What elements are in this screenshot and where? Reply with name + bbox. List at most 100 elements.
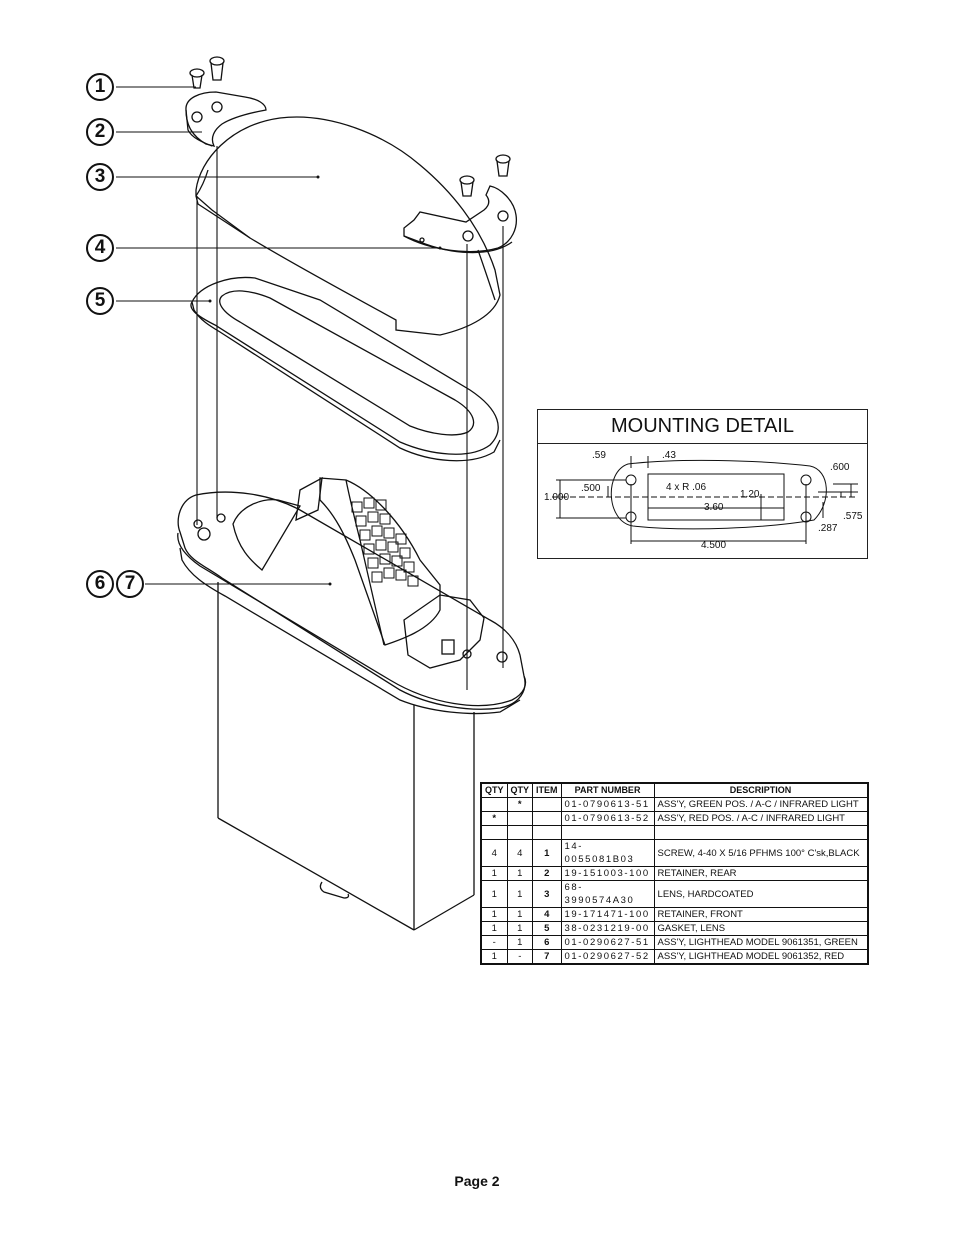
- page-number: Page 2: [454, 1173, 500, 1189]
- table-row: 1 1 2 19-151003-100 RETAINER, REAR: [480, 866, 869, 881]
- part-number: 14-0055081B03: [560, 839, 655, 867]
- callout-5: 5: [86, 287, 114, 315]
- front-retainer: [403, 185, 518, 254]
- qty-b: 1: [506, 880, 534, 908]
- qty-a: 1: [480, 907, 508, 922]
- qty-a: 1: [480, 921, 508, 936]
- qty-b: *: [506, 797, 534, 812]
- qty-a: -: [480, 935, 508, 950]
- led-array: [351, 497, 419, 587]
- table-row: * 01-0790613-52 ASS'Y, RED POS. / A-C / …: [480, 811, 869, 826]
- qty-a: *: [480, 811, 508, 826]
- table-row: 1 1 4 19-171471-100 RETAINER, FRONT: [480, 907, 869, 922]
- col-description: DESCRIPTION: [653, 782, 869, 798]
- description: LENS, HARDCOATED: [653, 880, 869, 908]
- description: ASS'Y, LIGHTHEAD MODEL 9061352, RED: [653, 949, 869, 965]
- mounting-detail-title: MOUNTING DETAIL: [538, 410, 867, 444]
- lens: [195, 116, 501, 336]
- dim-1-000: 1.000: [544, 492, 570, 503]
- qty-b: 1: [506, 907, 534, 922]
- item: 5: [532, 921, 562, 936]
- description: RETAINER, FRONT: [653, 907, 869, 922]
- rear-retainer: [185, 91, 267, 147]
- leader-lines: [116, 86, 440, 585]
- qty-a: 1: [480, 880, 508, 908]
- description: ASS'Y, LIGHTHEAD MODEL 9061351, GREEN: [653, 935, 869, 950]
- dim-0-500: .500: [581, 483, 601, 494]
- dim-0-59: .59: [592, 450, 606, 461]
- part-number: 19-151003-100: [560, 866, 655, 881]
- callout-3: 3: [86, 163, 114, 191]
- item: 3: [532, 880, 562, 908]
- description: RETAINER, REAR: [653, 866, 869, 881]
- assembly-guide-lines: [196, 146, 504, 690]
- item: 7: [532, 949, 562, 965]
- item: 4: [532, 907, 562, 922]
- table-row: 1 1 5 38-0231219-00 GASKET, LENS: [480, 921, 869, 936]
- table-row: [480, 825, 869, 840]
- part-number: 19-171471-100: [560, 907, 655, 922]
- dim-3-60: 3.60: [704, 502, 724, 513]
- qty-b: [506, 811, 534, 826]
- table-row: 1 - 7 01-0290627-52 ASS'Y, LIGHTHEAD MOD…: [480, 949, 869, 965]
- table-header-row: QTY QTY ITEM PART NUMBER DESCRIPTION: [480, 782, 869, 798]
- dim-hole-radius: 4 x R .06: [666, 482, 707, 493]
- qty-b: 1: [506, 921, 534, 936]
- mounting-detail-box: MOUNTING DETAIL .59 .43 .600 .500 4 x R …: [537, 409, 868, 559]
- part-number: 01-0790613-52: [560, 811, 655, 826]
- col-qty-b: QTY: [506, 782, 534, 798]
- item: [532, 825, 562, 840]
- qty-a: 1: [480, 949, 508, 965]
- part-number: 01-0290627-51: [560, 935, 655, 950]
- item: 6: [532, 935, 562, 950]
- part-number: 68-3990574A30: [560, 880, 655, 908]
- qty-b: 1: [506, 935, 534, 950]
- callout-1: 1: [86, 73, 114, 101]
- qty-b: [506, 825, 534, 840]
- table-row: 4 4 1 14-0055081B03 SCREW, 4-40 X 5/16 P…: [480, 839, 869, 867]
- parts-list-table: QTY QTY ITEM PART NUMBER DESCRIPTION * 0…: [480, 782, 869, 965]
- dim-0-600: .600: [830, 462, 850, 473]
- col-part-number: PART NUMBER: [560, 782, 655, 798]
- part-number: [560, 825, 655, 840]
- description: SCREW, 4-40 X 5/16 PFHMS 100° C'sk,BLACK: [653, 839, 869, 867]
- description: GASKET, LENS: [653, 921, 869, 936]
- screws: [189, 56, 511, 197]
- callout-2: 2: [86, 118, 114, 146]
- table-row: * 01-0790613-51 ASS'Y, GREEN POS. / A-C …: [480, 797, 869, 812]
- part-number: 01-0290627-52: [560, 949, 655, 965]
- qty-a: 1: [480, 866, 508, 881]
- part-number: 38-0231219-00: [560, 921, 655, 936]
- qty-b: -: [506, 949, 534, 965]
- col-qty-a: QTY: [480, 782, 508, 798]
- qty-a: [480, 825, 508, 840]
- lens-gasket: [190, 276, 501, 462]
- col-item: ITEM: [532, 782, 562, 798]
- dim-1-20: 1.20: [740, 489, 760, 500]
- table-row: - 1 6 01-0290627-51 ASS'Y, LIGHTHEAD MOD…: [480, 935, 869, 950]
- base-plate: [177, 476, 527, 715]
- item: 1: [532, 839, 562, 867]
- item: [532, 811, 562, 826]
- mounting-detail-drawing: [552, 456, 858, 544]
- qty-b: 1: [506, 866, 534, 881]
- item: 2: [532, 866, 562, 881]
- housing-box: [217, 582, 475, 931]
- qty-b: 4: [506, 839, 534, 867]
- dim-0-43: .43: [662, 450, 676, 461]
- item: [532, 797, 562, 812]
- table-row: 1 1 3 68-3990574A30 LENS, HARDCOATED: [480, 880, 869, 908]
- dim-0-575: .575: [843, 511, 863, 522]
- qty-a: 4: [480, 839, 508, 867]
- description: [653, 825, 869, 840]
- description: ASS'Y, RED POS. / A-C / INFRARED LIGHT: [653, 811, 869, 826]
- dim-4-500: 4.500: [701, 540, 727, 551]
- callout-6: 6: [86, 570, 114, 598]
- dim-0-287: .287: [818, 523, 838, 534]
- qty-a: [480, 797, 508, 812]
- part-number: 01-0790613-51: [560, 797, 655, 812]
- callout-7: 7: [116, 570, 144, 598]
- description: ASS'Y, GREEN POS. / A-C / INFRARED LIGHT: [653, 797, 869, 812]
- callout-4: 4: [86, 234, 114, 262]
